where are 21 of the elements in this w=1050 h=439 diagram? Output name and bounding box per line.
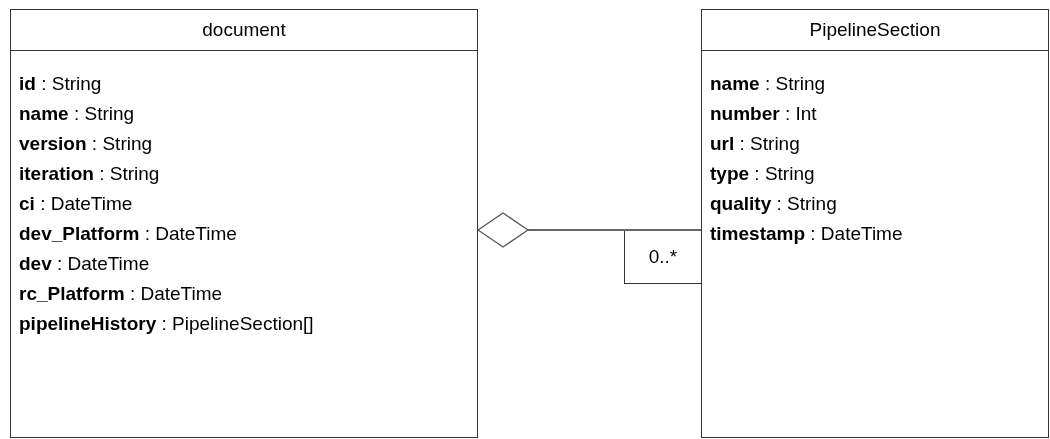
attribute-text: url : String (710, 132, 800, 156)
class-box (10, 9, 478, 438)
class-box (701, 9, 1049, 438)
attribute-text: version : String (19, 132, 153, 156)
attribute-text: iteration : String (19, 162, 160, 186)
attribute-text: name : String (19, 102, 135, 126)
attribute-text: name : String (710, 72, 826, 96)
multiplicity-label: 0..* (624, 231, 701, 284)
attribute-text: pipelineHistory : PipelineSection[] (19, 312, 314, 336)
attribute-text: dev : DateTime (19, 252, 150, 276)
attribute-text: quality : String (710, 192, 837, 216)
class-name: document (202, 17, 286, 42)
class-name: PipelineSection (809, 17, 941, 42)
attribute-text: ci : DateTime (19, 192, 133, 216)
attribute-text: dev_Platform : DateTime (19, 222, 237, 246)
attribute-text: timestamp : DateTime (710, 222, 903, 246)
attribute-text: id : String (19, 72, 102, 96)
attribute-text: rc_Platform : DateTime (19, 282, 223, 306)
aggregation-line (477, 212, 702, 248)
attribute-text: type : String (710, 162, 815, 186)
attribute-text: number : Int (710, 102, 817, 126)
